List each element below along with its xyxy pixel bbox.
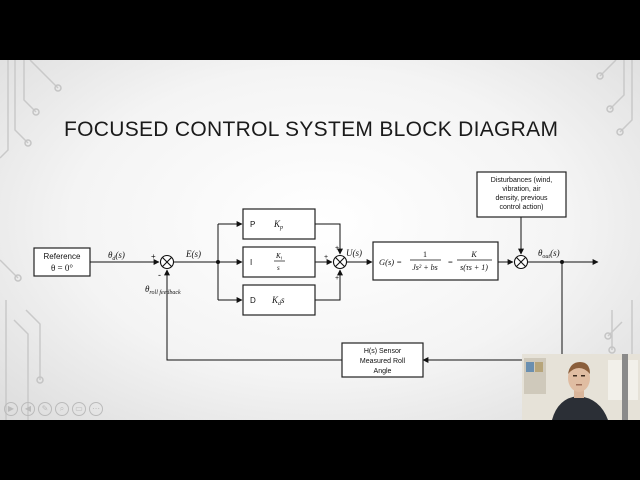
pid-sum-junction <box>332 254 348 270</box>
block-diagram: Reference θ = 0° <box>0 60 633 420</box>
pid-plus-top: + <box>335 245 339 252</box>
slide-title: FOCUSED CONTROL SYSTEM BLOCK DIAGRAM <box>64 118 559 141</box>
plant-block: G(s) = 1 Js² + bs = K s(τs + 1) <box>372 241 499 281</box>
split-node <box>216 260 220 264</box>
signal-lines <box>90 217 599 363</box>
plant-frac1-num: 1 <box>423 250 427 259</box>
error-label: E(s) <box>185 249 201 259</box>
disturbance-line-3: density, previous <box>495 195 548 202</box>
plant-frac1-den: Js² + bs <box>412 263 438 272</box>
plant-eq: = <box>448 257 453 267</box>
zoom-icon[interactable]: ⌕ <box>55 402 69 416</box>
output-node <box>560 260 564 264</box>
theta-d-label: θd(s) <box>108 250 125 262</box>
disturbance-line-4: control action) <box>500 204 544 211</box>
slide-canvas: Reference θ = 0° <box>0 60 640 420</box>
error-sum-junction <box>159 254 175 270</box>
disturbance-sum-junction <box>513 254 529 270</box>
reference-value: θ = 0° <box>51 263 73 273</box>
p-letter: P <box>250 220 255 229</box>
p-to-sum-line <box>315 223 343 255</box>
pid-plus-bottom: + <box>335 275 339 282</box>
circuit-decoration-right <box>599 60 633 360</box>
sensor-line-2: Measured Roll <box>360 358 406 365</box>
p-block: P Kp <box>242 208 316 240</box>
plant-frac2-num: K <box>470 250 477 259</box>
disturbance-block: Disturbances (wind, vibration, air densi… <box>476 171 567 218</box>
disturbance-line-2: vibration, air <box>502 186 541 193</box>
reference-label: Reference <box>44 252 81 261</box>
view-icon[interactable]: ▭ <box>72 402 86 416</box>
i-block: I Ki s <box>242 246 316 278</box>
circuit-decoration-left <box>0 60 59 420</box>
d-block: D Kds <box>242 284 316 316</box>
pid-plus-mid: + <box>324 254 328 261</box>
sensor-block: H(s) Sensor Measured Roll Angle <box>341 342 424 378</box>
more-icon[interactable]: ⋯ <box>89 402 103 416</box>
output-label: θout(s) <box>538 248 560 260</box>
sum-plus-sign: + <box>151 252 156 261</box>
control-signal-label: U(s) <box>346 248 362 258</box>
reference-block: Reference θ = 0° <box>33 247 91 277</box>
i-gain-den: s <box>277 264 280 272</box>
plant-lhs: G(s) = <box>379 257 402 267</box>
d-to-sum-line <box>315 269 343 301</box>
circuit-nodes-left <box>14 84 62 384</box>
play-icon[interactable]: ▶ <box>4 402 18 416</box>
plant-frac2-den: s(τs + 1) <box>460 263 488 272</box>
sensor-line-3: Angle <box>374 368 392 375</box>
d-letter: D <box>250 296 256 305</box>
feedback-line <box>164 269 342 361</box>
webcam-overlay <box>522 354 640 420</box>
i-gain-num: Ki <box>275 252 283 262</box>
disturbance-line-1: Disturbances (wind, <box>491 177 553 184</box>
roll-feedback-label: θroll feedback <box>145 284 181 296</box>
i-letter: I <box>250 258 252 267</box>
pen-icon[interactable]: ✎ <box>38 402 52 416</box>
presenter-video <box>522 354 640 420</box>
sum-minus-sign: - <box>158 270 161 280</box>
d-gain: Kds <box>271 295 285 307</box>
p-gain: Kp <box>273 219 283 231</box>
presentation-toolbar: ▶ ◀ ✎ ⌕ ▭ ⋯ <box>4 402 103 416</box>
circuit-nodes-right <box>596 72 624 354</box>
back-icon[interactable]: ◀ <box>21 402 35 416</box>
sensor-line-1: H(s) Sensor <box>364 348 402 355</box>
